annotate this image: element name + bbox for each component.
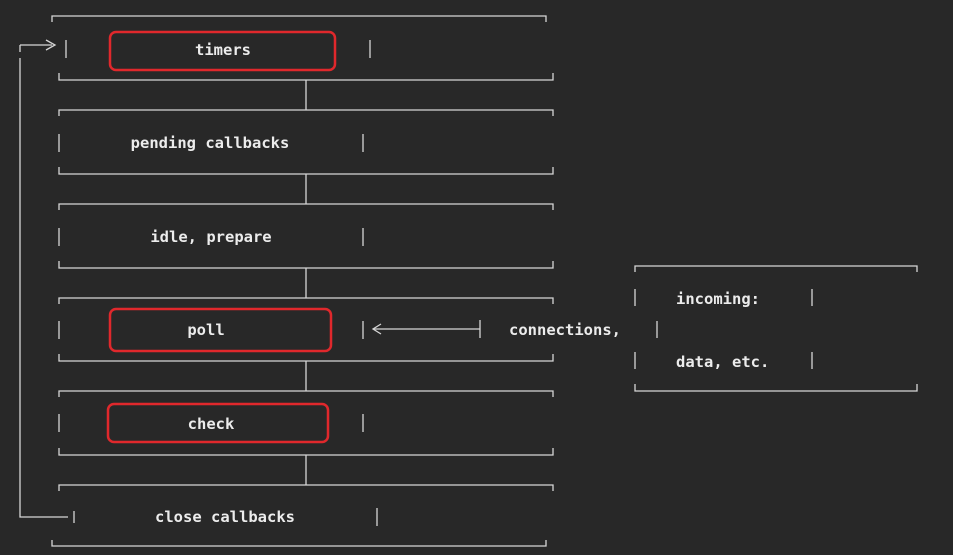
incoming-label-line1: incoming: [676,290,760,308]
phase-box-check: check [58,390,554,456]
phase-label-check: check [188,415,235,433]
phase-label-pending-callbacks: pending callbacks [131,134,290,152]
phase-box-poll: poll [58,297,554,362]
phase-label-timers: timers [195,41,251,59]
poll-highlight [108,307,333,353]
incoming-arrow [371,320,481,338]
loop-back-arrow [19,39,75,523]
phase-box-idle-prepare: idle, prepare [58,203,554,269]
incoming-box: incoming: connections, data, etc. [509,265,918,392]
phase-label-idle-prepare: idle, prepare [150,228,271,246]
phase-label-close-callbacks: close callbacks [155,508,295,526]
check-highlight [106,402,330,444]
timers-highlight [108,30,337,72]
incoming-label-line3: data, etc. [676,353,769,371]
phase-box-timers: timers [51,15,554,81]
phase-box-pending-callbacks: pending callbacks [58,109,554,175]
phase-box-close-callbacks: close callbacks [51,484,554,547]
phase-label-poll: poll [187,321,224,339]
incoming-label-line2: connections, [509,321,621,339]
